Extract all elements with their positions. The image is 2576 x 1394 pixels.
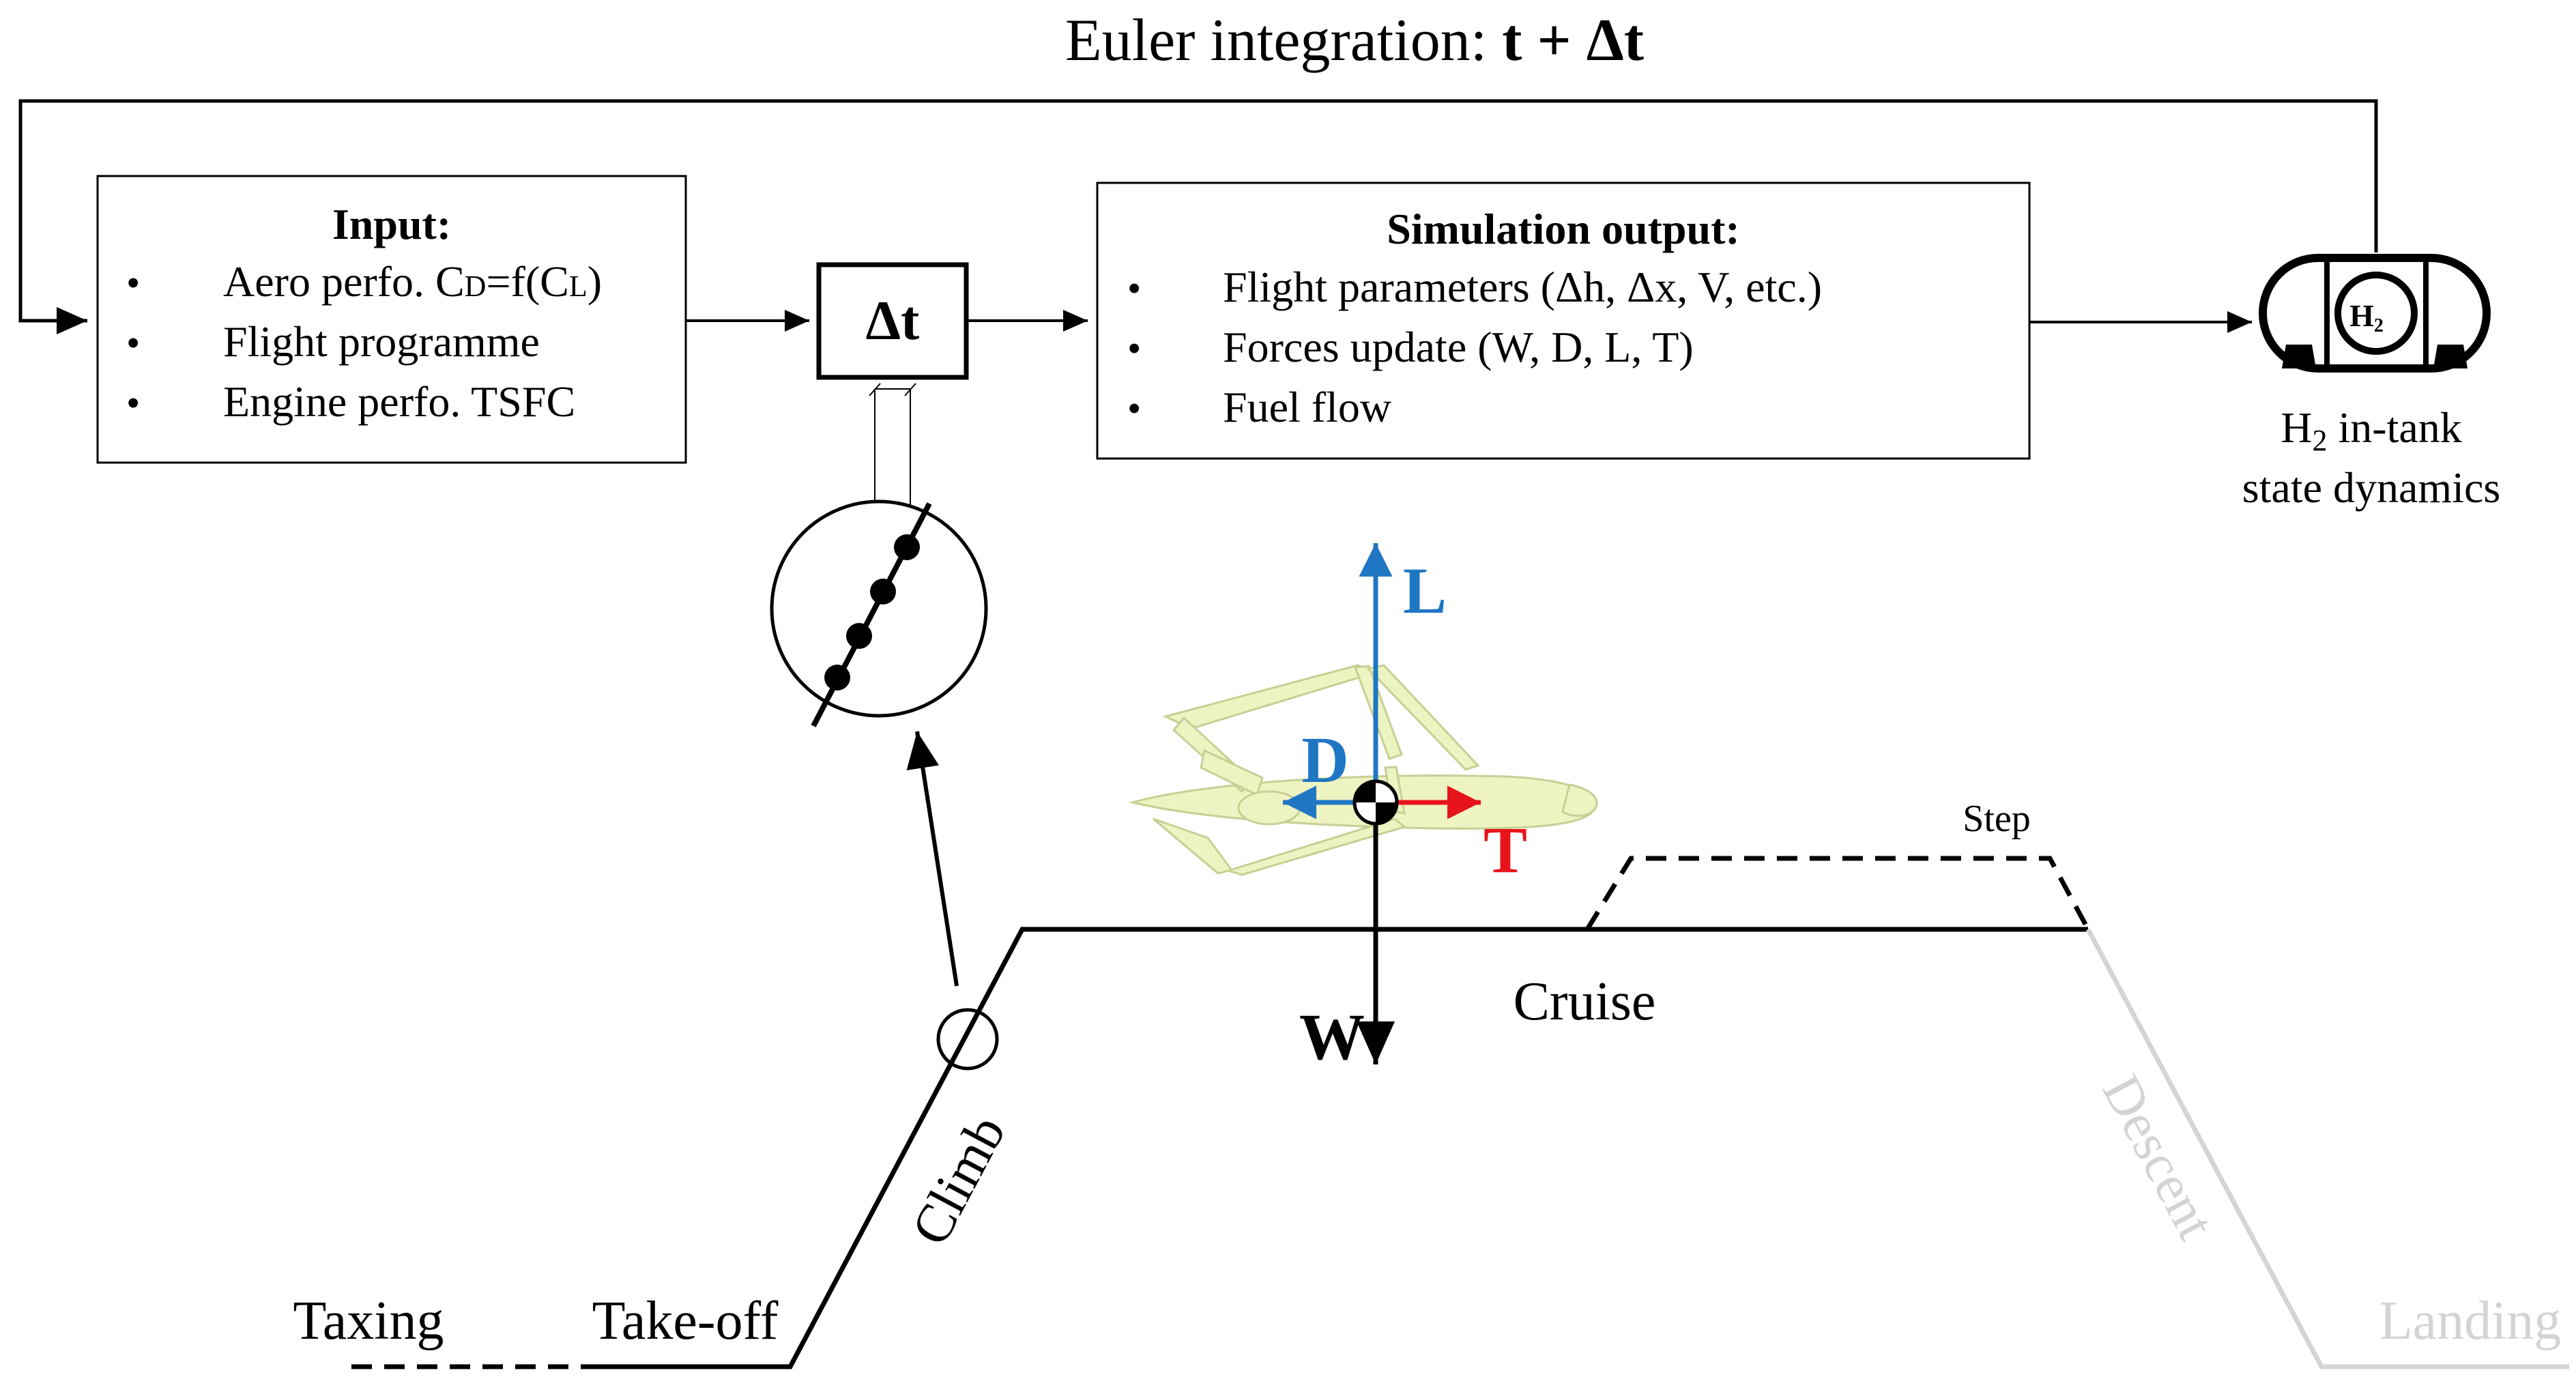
phase-step: Step [1963,798,2031,840]
euler-title-prefix: Euler integration: [1065,8,1502,74]
phase-cruise: Cruise [1514,972,1656,1032]
step-point [894,534,920,560]
input-item-flight-programme: Flight programme [223,317,540,366]
input-box: Input: • Aero perfo. CD=f(CL) • Flight p… [96,175,687,464]
phase-landing: Landing [2379,1291,2562,1351]
h2-tank-symbol: H2 [2349,298,2384,336]
force-vectors [1283,543,1481,1064]
output-box: Simulation output: • Flight parameters (… [1096,181,2031,460]
phase-takeoff: Take-off [592,1291,779,1351]
thrust-label: T [1484,813,1527,886]
output-heading: Simulation output: [1387,205,1739,253]
timestep-box: Δt [816,262,969,380]
output-item-flight-parameters: Flight parameters (Δh, Δx, V, etc.) [1223,263,1822,311]
step-point [870,579,896,605]
output-bullet-1: • [1127,266,1141,310]
euler-title-bold: t + Δt [1502,8,1644,74]
timestep-label: Δt [866,289,920,351]
tank-caption-line1: H2 in-tank [2281,403,2462,457]
input-item-engine: Engine perfo. TSFC [223,377,575,426]
phase-descent: Descent [2091,1065,2227,1249]
input-item-aero: Aero perfo. CD=f(CL) [223,257,602,306]
output-item-forces: Forces update (W, D, L, T) [1223,323,1694,371]
descent-landing-path [2085,928,2569,1369]
h2-tank-icon: H2 [2259,254,2491,373]
flight-profile [351,856,2569,1369]
takeoff-climb-cruise-path [594,927,2088,1369]
tank-caption-line2: state dynamics [2242,463,2501,512]
output-bullet-3: • [1127,386,1141,431]
input-bullet-2: • [126,321,140,365]
lift-label: L [1403,554,1447,627]
step-point [824,665,850,691]
timestep-connector [869,383,916,510]
phase-taxing: Taxing [293,1291,444,1351]
euler-title: Euler integration: t + Δt [1065,8,1644,74]
input-heading: Input: [332,200,451,248]
drag-label: D [1301,723,1348,796]
output-item-fuel-flow: Fuel flow [1223,383,1391,431]
output-bullet-2: • [1127,326,1141,371]
current-step-marker [936,1008,999,1071]
input-bullet-3: • [126,381,140,425]
weight-label: W [1299,1000,1365,1073]
step-point [846,623,872,649]
timestep-zoom-circle [770,499,988,727]
feedback-loop-line [18,99,2378,334]
arrow-climb-to-zoom [906,731,959,987]
step-path [1585,856,2091,931]
input-bullet-1: • [126,261,140,305]
